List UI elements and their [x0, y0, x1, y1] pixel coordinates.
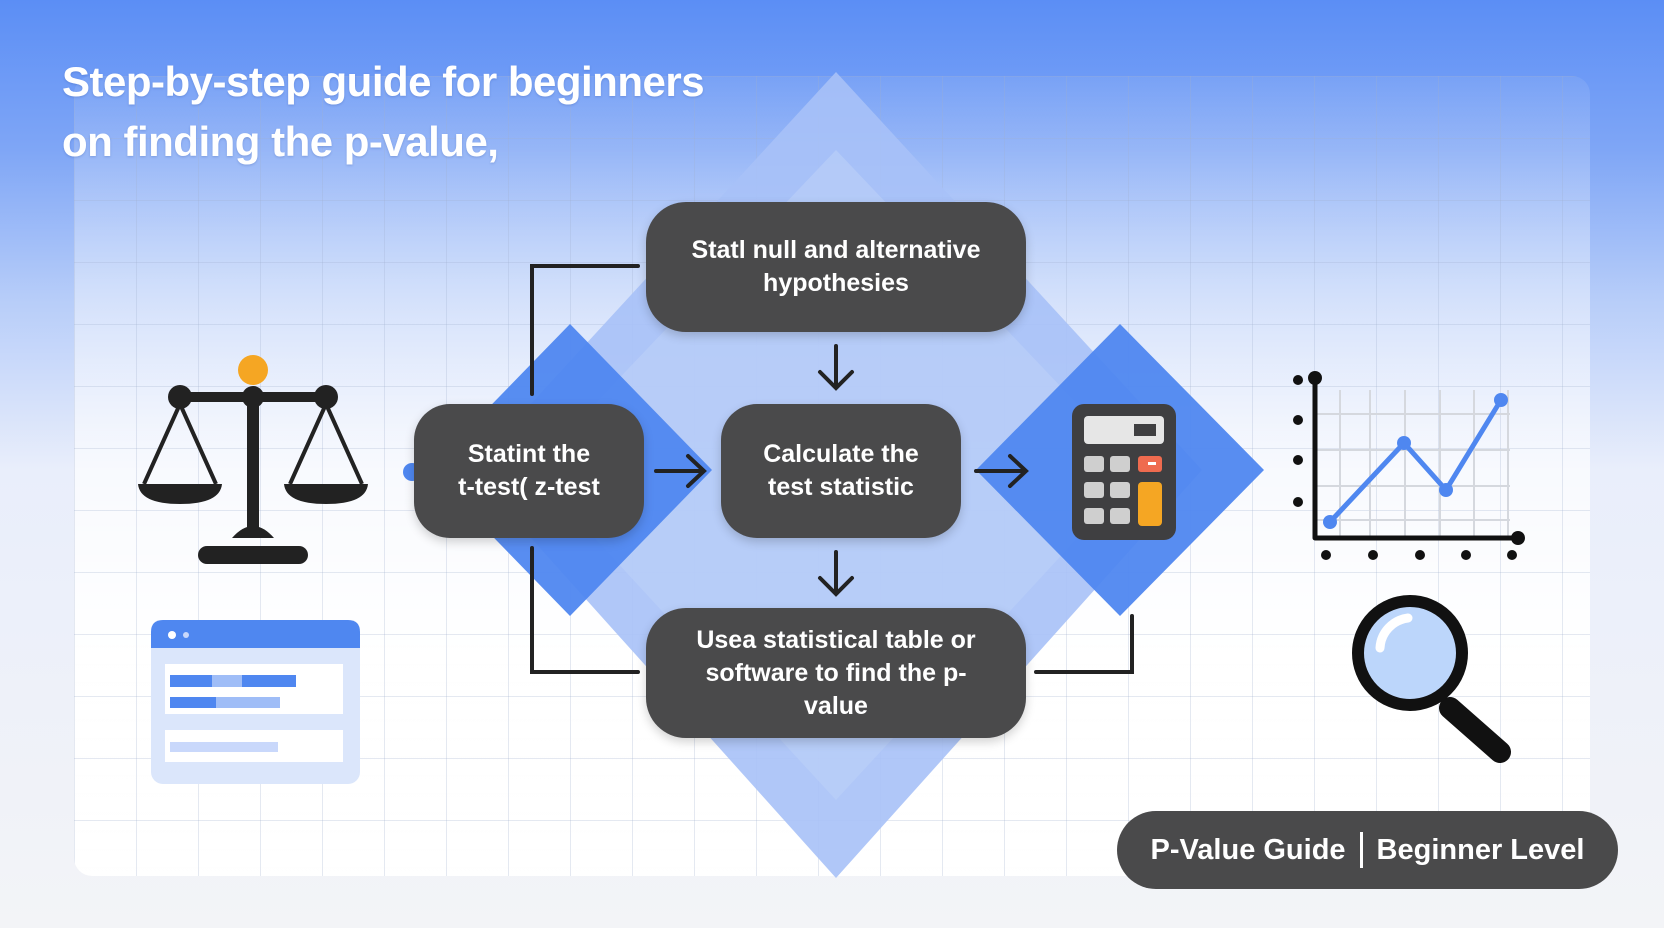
arrow-right-1: [654, 454, 707, 488]
step-1-line-1: Statl null and alternative: [691, 236, 981, 264]
title-line-1: Step-by-step guide for beginners: [62, 58, 705, 105]
step-calculate-statistic: Calculate the test statistic: [721, 404, 961, 538]
connector-bottom-left: [530, 546, 640, 674]
step-find-p-value: Usea statistical table or software to fi…: [646, 608, 1026, 738]
step-state-hypotheses: Statl null and alternative hypothesies: [646, 202, 1026, 332]
line-chart-icon: [1293, 371, 1525, 560]
badge-divider: [1359, 832, 1363, 868]
step-2-line-1: Statint the: [467, 440, 591, 468]
arrow-down-2: [818, 550, 854, 597]
step-4-line-1: Usea statistical table or: [696, 625, 976, 654]
browser-window-icon: [151, 620, 360, 784]
badge-guide-label: P-Value Guide: [1150, 833, 1346, 866]
magnifying-glass-icon: [1352, 595, 1511, 763]
step-3-line-1: Calculate the: [763, 440, 919, 468]
step-4-line-2: software to find the p-value: [705, 658, 967, 720]
page-title: Step-by-step guide for beginners on find…: [62, 52, 705, 172]
guide-level-badge: P-Value Guide Beginner Level: [1117, 811, 1618, 889]
badge-level-label: Beginner Level: [1376, 833, 1585, 866]
calculator-icon: [1072, 404, 1176, 540]
step-1-line-2: hypothesies: [763, 269, 909, 297]
step-3-line-2: test statistic: [768, 473, 914, 501]
step-choose-test: Statint the t-test( z-test: [414, 404, 644, 538]
step-2-line-2: t-test( z-test: [458, 473, 600, 501]
arrow-right-2: [974, 454, 1029, 488]
connector-top-left: [530, 264, 640, 396]
balance-scale-icon: [138, 355, 368, 564]
title-line-2: on finding the p-value,: [62, 118, 499, 165]
arrow-down-1: [818, 344, 854, 391]
connector-bottom-right: [1034, 614, 1134, 674]
